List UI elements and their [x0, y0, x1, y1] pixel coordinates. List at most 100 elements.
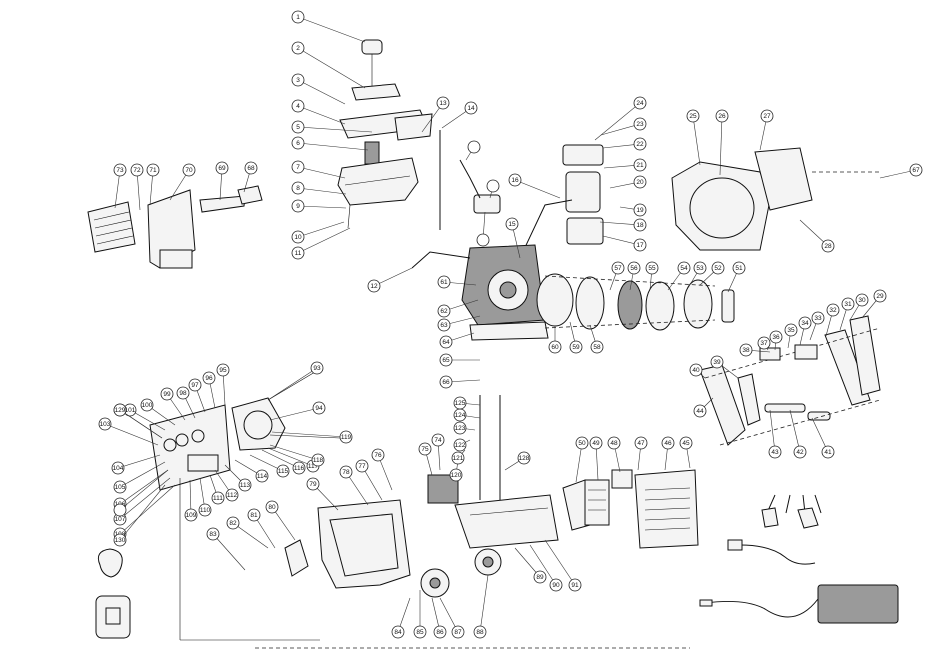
callout-24: 24	[594, 96, 647, 141]
callout-circle	[732, 261, 746, 275]
callout-12: 12	[367, 267, 413, 293]
leader-line	[297, 79, 346, 105]
callout-circle	[182, 163, 196, 177]
callout-10: 10	[291, 221, 345, 244]
callout-circle	[160, 387, 174, 401]
callout-number: 61	[440, 279, 448, 286]
leader-line	[479, 574, 489, 633]
callout-number: 69	[218, 165, 226, 172]
callout-circle	[715, 109, 729, 123]
fuel-tank-assembly	[337, 39, 441, 230]
callout-number: 16	[511, 177, 519, 184]
callout-number: 90	[552, 582, 560, 589]
callout-number: 5	[296, 124, 300, 131]
callout-90: 90	[529, 544, 563, 592]
callout-76: 76	[371, 448, 393, 491]
callout-number: 22	[636, 141, 644, 148]
callout-82: 82	[226, 516, 269, 549]
callout-circle	[855, 293, 869, 307]
callout-number: 115	[278, 468, 289, 475]
callout-circle	[505, 217, 519, 231]
callout-39: 39	[710, 355, 739, 379]
callout-circle	[661, 436, 675, 450]
leader-line	[575, 442, 583, 483]
callout-number: 77	[358, 463, 366, 470]
callout-111: 111	[209, 474, 225, 505]
callout-number: 12	[370, 283, 378, 290]
callout-circle	[367, 279, 381, 293]
callout-50: 50	[575, 436, 589, 483]
callout-71: 71	[146, 163, 160, 206]
callout-number: 45	[682, 440, 690, 447]
callout-58: 58	[589, 324, 604, 354]
callout-circle	[633, 175, 647, 189]
leader-line	[361, 465, 383, 501]
callout-circle	[312, 401, 326, 415]
callout-circle	[451, 451, 465, 465]
callout-circle	[627, 261, 641, 275]
callout-number: 17	[636, 242, 644, 249]
callout-number: 70	[185, 167, 193, 174]
callout-circle	[291, 199, 305, 213]
callout-40: 40	[689, 363, 706, 379]
leader-line	[789, 409, 801, 453]
callout-1: 1	[291, 10, 366, 43]
callout-circle	[439, 353, 453, 367]
callout-79: 79	[306, 477, 339, 511]
callout-number: 29	[876, 293, 884, 300]
callout-number: 18	[636, 222, 644, 229]
callout-number: 120	[451, 472, 462, 479]
callout-118: 118	[269, 444, 325, 467]
callout-number: 55	[648, 265, 656, 272]
callout-23: 23	[600, 117, 647, 136]
callout-38: 38	[739, 343, 771, 357]
callout-number: 97	[191, 382, 199, 389]
callout-number: 130	[115, 537, 126, 544]
callout-number: 24	[636, 100, 644, 107]
callout-circle	[292, 461, 306, 475]
callout-circle	[633, 137, 647, 151]
callout-67: 67	[879, 163, 923, 179]
callout-number: 67	[912, 167, 920, 174]
leader-line	[129, 409, 166, 431]
callout-circle	[339, 430, 353, 444]
callout-74: 74	[431, 433, 445, 471]
callout-number: 105	[115, 484, 126, 491]
callout-number: 43	[771, 449, 779, 456]
leader-line	[514, 179, 561, 199]
callout-9: 9	[291, 199, 347, 213]
leader-line	[719, 115, 723, 176]
callout-circle	[291, 136, 305, 150]
callout-number: 41	[824, 449, 832, 456]
leader-line	[599, 221, 641, 226]
callout-number: 96	[205, 375, 213, 382]
callout-4: 4	[291, 99, 346, 125]
callout-circle	[113, 163, 127, 177]
leader-line	[269, 407, 320, 421]
callout-number: 98	[179, 390, 187, 397]
side-frame-assembly	[699, 315, 881, 446]
callout-number: 62	[440, 308, 448, 315]
callout-72: 72	[130, 163, 144, 211]
callout-66: 66	[439, 375, 481, 389]
callout-circle	[140, 398, 154, 412]
callout-number: 80	[268, 504, 276, 511]
leader-line	[119, 484, 166, 541]
callout-circle	[355, 459, 369, 473]
callout-number: 14	[467, 105, 475, 112]
callout-number: 72	[133, 167, 141, 174]
callout-circle	[371, 448, 385, 462]
callout-number: 81	[250, 512, 258, 519]
callout-116: 116	[261, 449, 306, 475]
callout-110: 110	[198, 477, 212, 517]
callout-number: 129	[115, 407, 126, 414]
callout-43: 43	[768, 409, 782, 459]
callout-circle	[437, 304, 451, 318]
callout-number: 9	[296, 203, 300, 210]
callout-circle	[291, 181, 305, 195]
callout-97: 97	[188, 378, 206, 413]
callout-91: 91	[544, 539, 582, 592]
leader-line	[769, 409, 776, 453]
callout-18: 18	[599, 218, 647, 232]
